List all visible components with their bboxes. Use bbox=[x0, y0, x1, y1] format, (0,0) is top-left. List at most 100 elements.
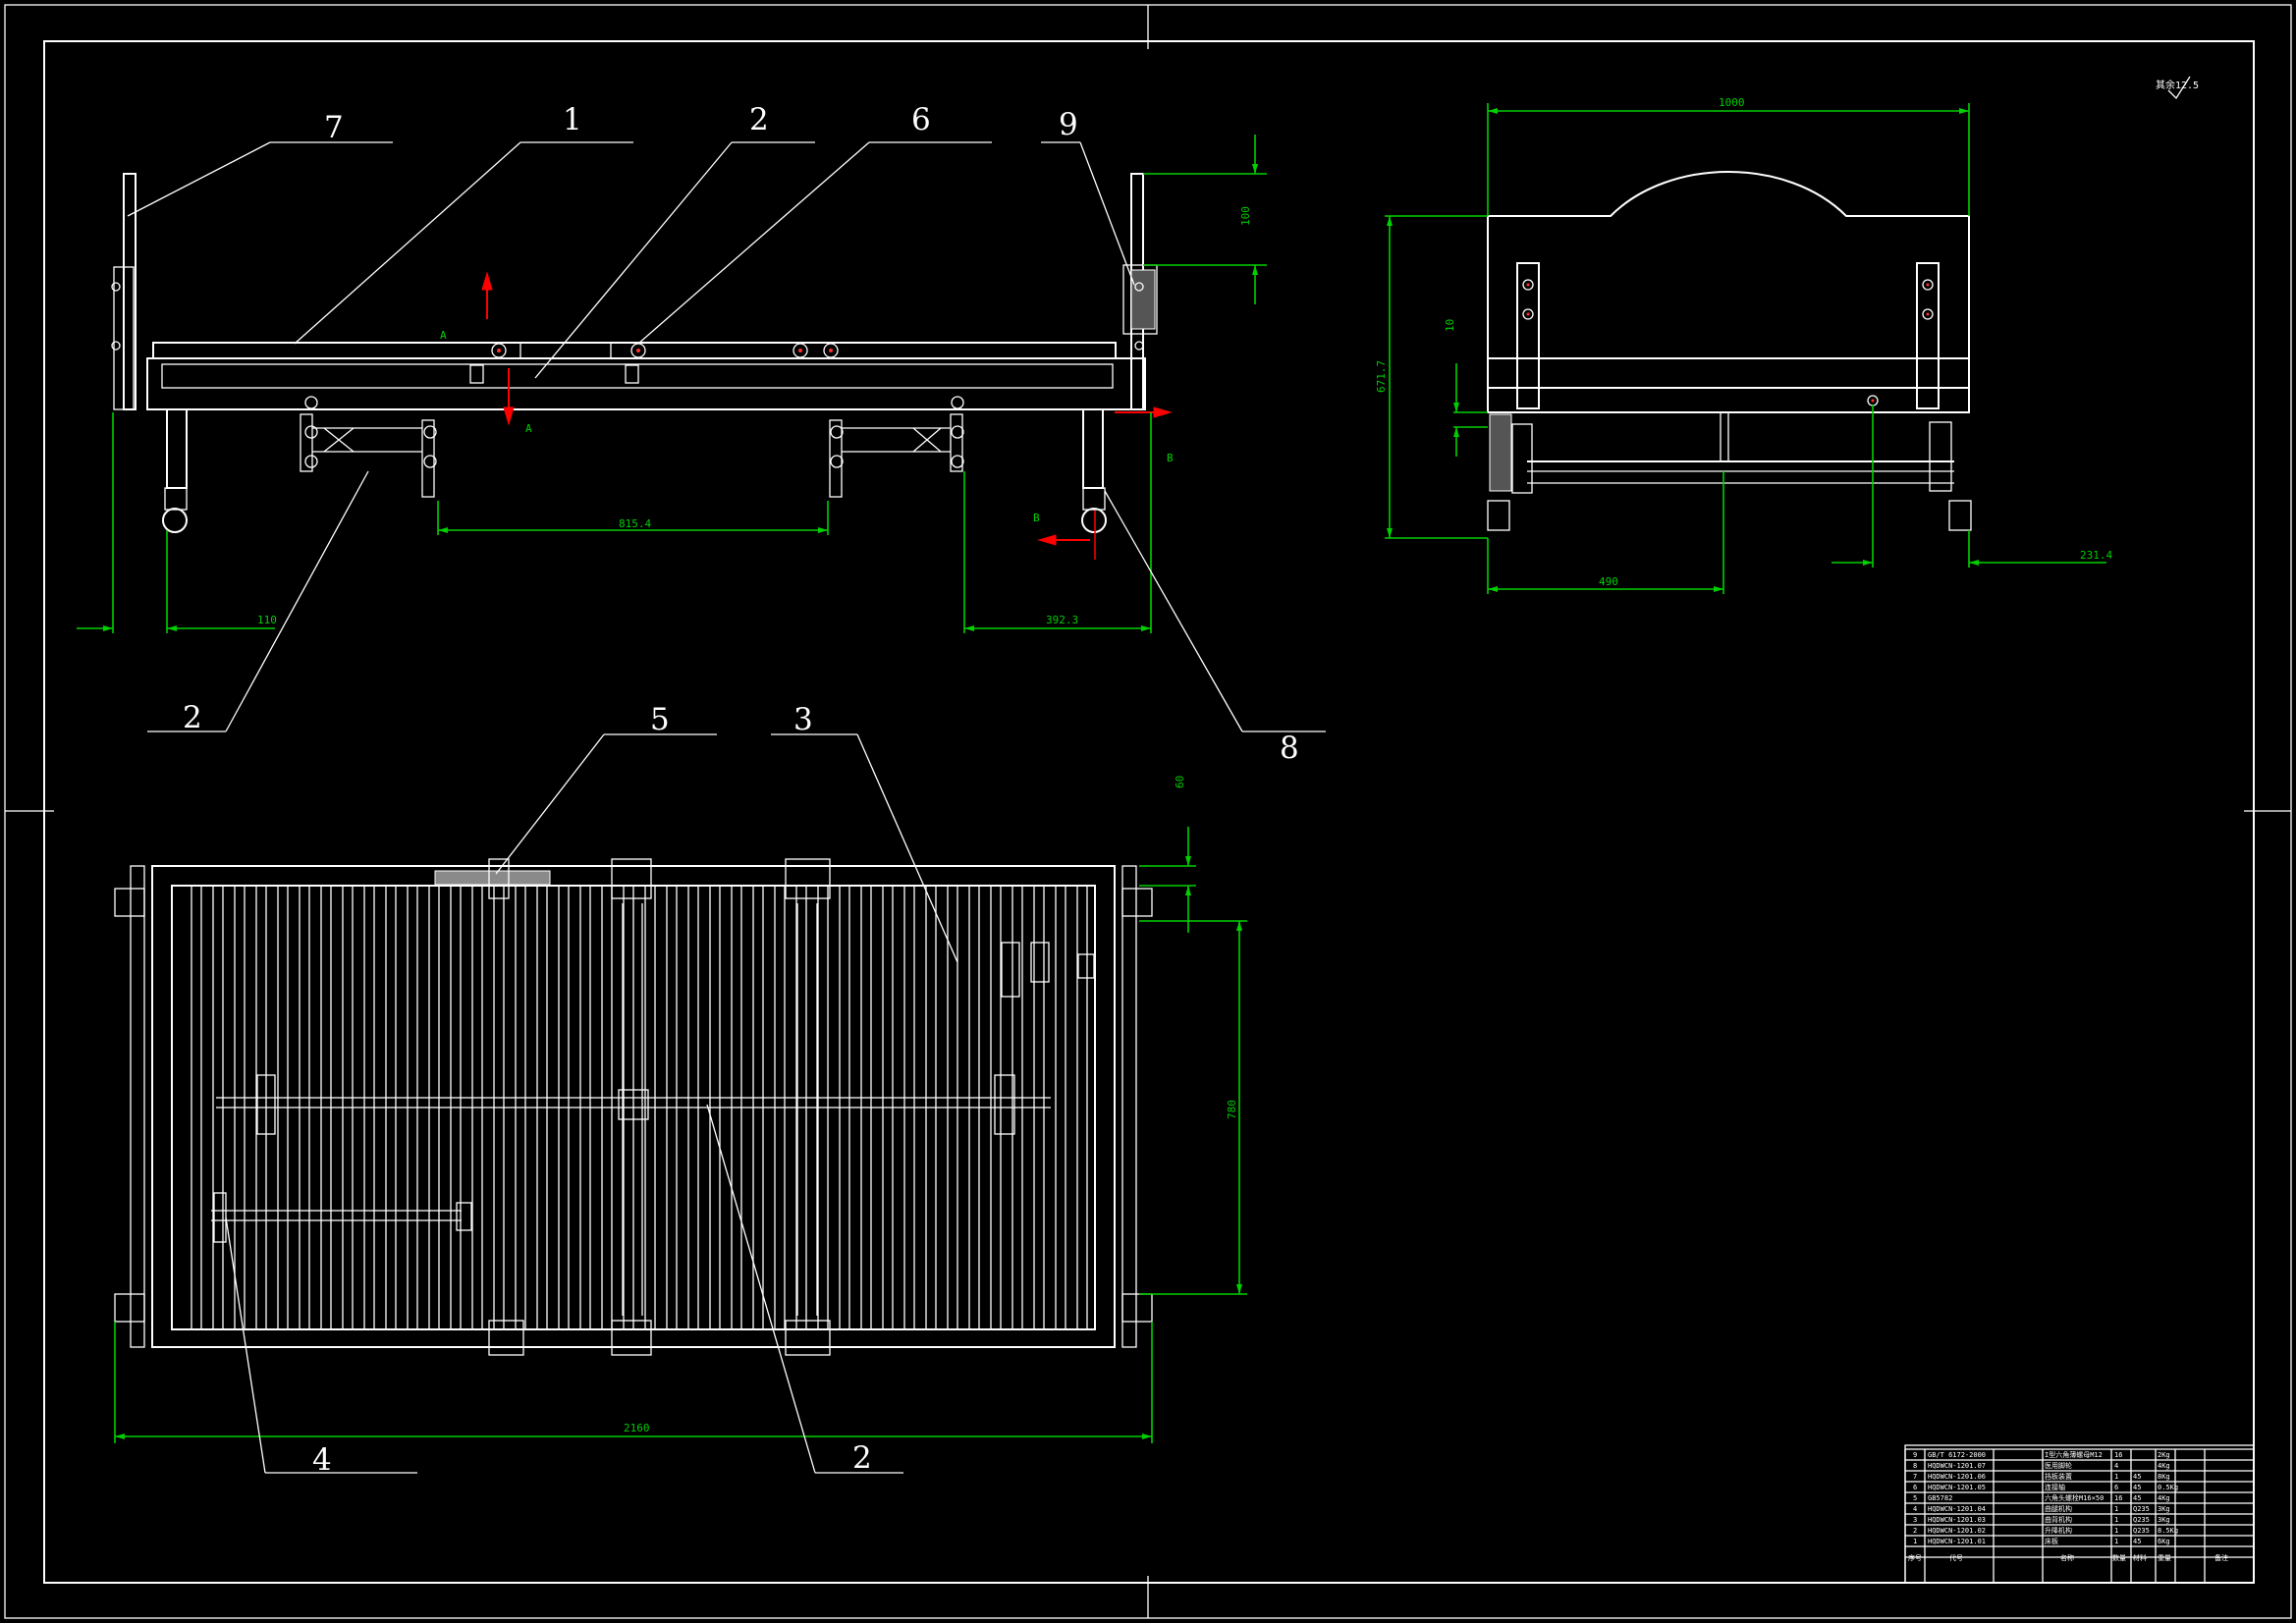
dim-top-inner: 780 bbox=[1226, 1100, 1238, 1119]
balloon-9: 9 bbox=[1059, 107, 1078, 142]
parts-name: 连接轴 bbox=[2045, 1483, 2065, 1491]
parts-name: 挡板装置 bbox=[2045, 1472, 2072, 1481]
parts-qty: 4 bbox=[2114, 1462, 2118, 1470]
section-mark-b: B bbox=[1033, 512, 1040, 524]
parts-material: 45 bbox=[2133, 1473, 2141, 1481]
parts-no: 7 bbox=[1913, 1473, 1917, 1481]
parts-weight: 8.5Kg bbox=[2158, 1527, 2178, 1535]
parts-weight: 2Kg bbox=[2158, 1451, 2170, 1459]
balloon-2-plan: 2 bbox=[852, 1440, 872, 1476]
parts-code: HQDWCN-1201.06 bbox=[1928, 1473, 1986, 1481]
section-mark-a: A bbox=[440, 329, 447, 342]
section-arrows: A A B B bbox=[440, 271, 1174, 560]
parts-material: 45 bbox=[2133, 1484, 2141, 1491]
parts-no: 8 bbox=[1913, 1462, 1917, 1470]
header-code: 代号 bbox=[1949, 1553, 1963, 1562]
roughness-note: 其余12.5 bbox=[2156, 79, 2199, 91]
parts-weight: 3Kg bbox=[2158, 1505, 2170, 1513]
section-mark-b2: B bbox=[1167, 452, 1174, 464]
parts-weight: 4Kg bbox=[2158, 1462, 2170, 1470]
parts-weight: 0.5Kg bbox=[2158, 1484, 2178, 1491]
dim-side-half: 490 bbox=[1599, 575, 1618, 588]
balloon-6: 6 bbox=[911, 102, 931, 137]
dim-right-offset: 392.3 bbox=[1046, 614, 1078, 626]
parts-name: 曲背机构 bbox=[2045, 1515, 2072, 1524]
balloon-5: 5 bbox=[650, 702, 670, 737]
header-weight: 重量 bbox=[2158, 1554, 2171, 1562]
balloon-1: 1 bbox=[563, 102, 582, 137]
parts-no: 9 bbox=[1913, 1451, 1917, 1459]
parts-material: Q235 bbox=[2133, 1516, 2150, 1524]
balloon-2-bottom: 2 bbox=[183, 700, 202, 735]
header-name: 名称 bbox=[2060, 1553, 2074, 1562]
header-remark: 备注 bbox=[2214, 1553, 2228, 1562]
side-dimensions: 1000 671.7 10 490 231.4 bbox=[1375, 96, 2112, 594]
parts-no: 2 bbox=[1913, 1527, 1917, 1535]
parts-material: Q235 bbox=[2133, 1527, 2150, 1535]
section-mark-a2: A bbox=[525, 422, 532, 435]
parts-qty: 16 bbox=[2114, 1451, 2122, 1459]
parts-qty: 1 bbox=[2114, 1473, 2118, 1481]
parts-qty: 1 bbox=[2114, 1516, 2118, 1524]
front-dimensions: 815.4 110 392.3 100 bbox=[77, 135, 1267, 633]
dim-side-small: 10 bbox=[1444, 319, 1456, 332]
sheet-frame bbox=[4, 4, 2292, 1619]
parts-no: 3 bbox=[1913, 1516, 1917, 1524]
parts-no: 1 bbox=[1913, 1538, 1917, 1545]
parts-code: HQDWCN-1201.03 bbox=[1928, 1516, 1986, 1524]
parts-code: HQDWCN-1201.05 bbox=[1928, 1484, 1986, 1491]
parts-no: 5 bbox=[1913, 1494, 1917, 1502]
parts-code: GB/T 6172-2000 bbox=[1928, 1451, 1986, 1459]
parts-qty: 1 bbox=[2114, 1527, 2118, 1535]
balloon-2-top: 2 bbox=[749, 102, 769, 137]
header-no: 序号 bbox=[1908, 1553, 1922, 1562]
parts-weight: 6Kg bbox=[2158, 1538, 2170, 1545]
parts-code: HQDWCN-1201.07 bbox=[1928, 1462, 1986, 1470]
parts-name: I型六角薄螺母M12 bbox=[2045, 1450, 2103, 1459]
balloon-7: 7 bbox=[324, 110, 344, 145]
header-material: 材料 bbox=[2133, 1553, 2147, 1562]
parts-code: HQDWCN-1201.01 bbox=[1928, 1538, 1986, 1545]
header-qty: 数量 bbox=[2112, 1553, 2126, 1562]
parts-name: 六角头螺栓M16×50 bbox=[2045, 1493, 2104, 1502]
parts-code: HQDWCN-1201.02 bbox=[1928, 1527, 1986, 1535]
top-view: 60 780 2160 5 3 4 2 bbox=[114, 702, 1247, 1478]
parts-material: 45 bbox=[2133, 1494, 2141, 1502]
dim-left-offset: 110 bbox=[257, 614, 277, 626]
dim-side-width: 1000 bbox=[1719, 96, 1745, 109]
parts-code: HQDWCN-1201.04 bbox=[1928, 1505, 1986, 1513]
dim-top-edge: 60 bbox=[1174, 776, 1186, 788]
top-leaders bbox=[225, 733, 958, 1474]
parts-name: 床板 bbox=[2045, 1537, 2058, 1545]
front-view: A A B B 815.4 110 392.3 100 bbox=[77, 102, 1326, 766]
parts-qty: 1 bbox=[2114, 1538, 2118, 1545]
dim-top-length: 2160 bbox=[624, 1422, 650, 1434]
parts-name: 医用脚轮 bbox=[2045, 1461, 2072, 1470]
balloon-4: 4 bbox=[312, 1442, 332, 1478]
dim-side-right: 231.4 bbox=[2080, 549, 2112, 562]
parts-weight: 3Kg bbox=[2158, 1516, 2170, 1524]
parts-name: 升降机构 bbox=[2045, 1526, 2072, 1535]
dim-leg-gap: 815.4 bbox=[619, 517, 651, 530]
balloon-3: 3 bbox=[793, 702, 813, 737]
parts-qty: 6 bbox=[2114, 1484, 2118, 1491]
dim-side-height: 671.7 bbox=[1375, 360, 1388, 393]
parts-name: 曲腿机构 bbox=[2045, 1504, 2072, 1513]
roughness-symbol: 其余12.5 bbox=[2156, 76, 2199, 100]
parts-code: GB5782 bbox=[1928, 1494, 1952, 1502]
top-dimensions: 60 780 2160 bbox=[114, 776, 1247, 1443]
parts-qty: 1 bbox=[2114, 1505, 2118, 1513]
parts-material: 45 bbox=[2133, 1538, 2141, 1545]
dim-head-height: 100 bbox=[1239, 206, 1252, 226]
parts-weight: 4Kg bbox=[2158, 1494, 2170, 1502]
front-leaders bbox=[127, 141, 1326, 732]
parts-no: 6 bbox=[1913, 1484, 1917, 1491]
side-view: 1000 671.7 10 490 231.4 bbox=[1375, 96, 2112, 594]
parts-no: 4 bbox=[1913, 1505, 1917, 1513]
parts-qty: 16 bbox=[2114, 1494, 2122, 1502]
balloon-8: 8 bbox=[1280, 730, 1299, 766]
parts-material: Q235 bbox=[2133, 1505, 2150, 1513]
parts-weight: 8Kg bbox=[2158, 1473, 2170, 1481]
